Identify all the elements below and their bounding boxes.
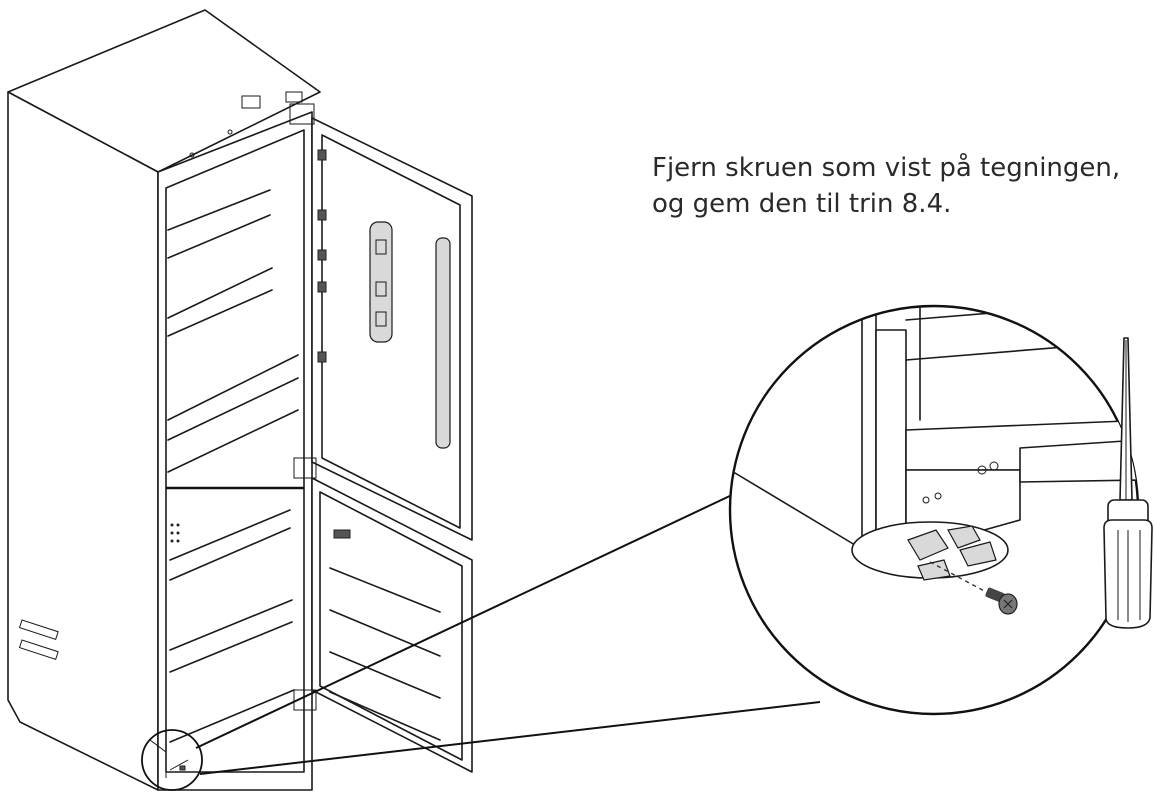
magnified-detail-view [728, 304, 1140, 716]
screwdriver-icon [1103, 337, 1153, 629]
vent-dots [170, 523, 180, 543]
fridge-interior [157, 111, 313, 791]
leader-lines [195, 493, 821, 775]
instruction-line-2: og gem den til trin 8.4. [652, 189, 952, 219]
instruction-line-1: Fjern skruen som vist på tegningen, [652, 153, 1121, 183]
detail-marker-circle [141, 729, 203, 791]
screw-icon [985, 587, 1018, 615]
fridge-cabinet [7, 9, 321, 791]
upper-door [289, 103, 473, 541]
lower-door [293, 457, 473, 773]
instruction-text: Fjern skruen som vist på tegningen, og g… [652, 150, 1142, 222]
